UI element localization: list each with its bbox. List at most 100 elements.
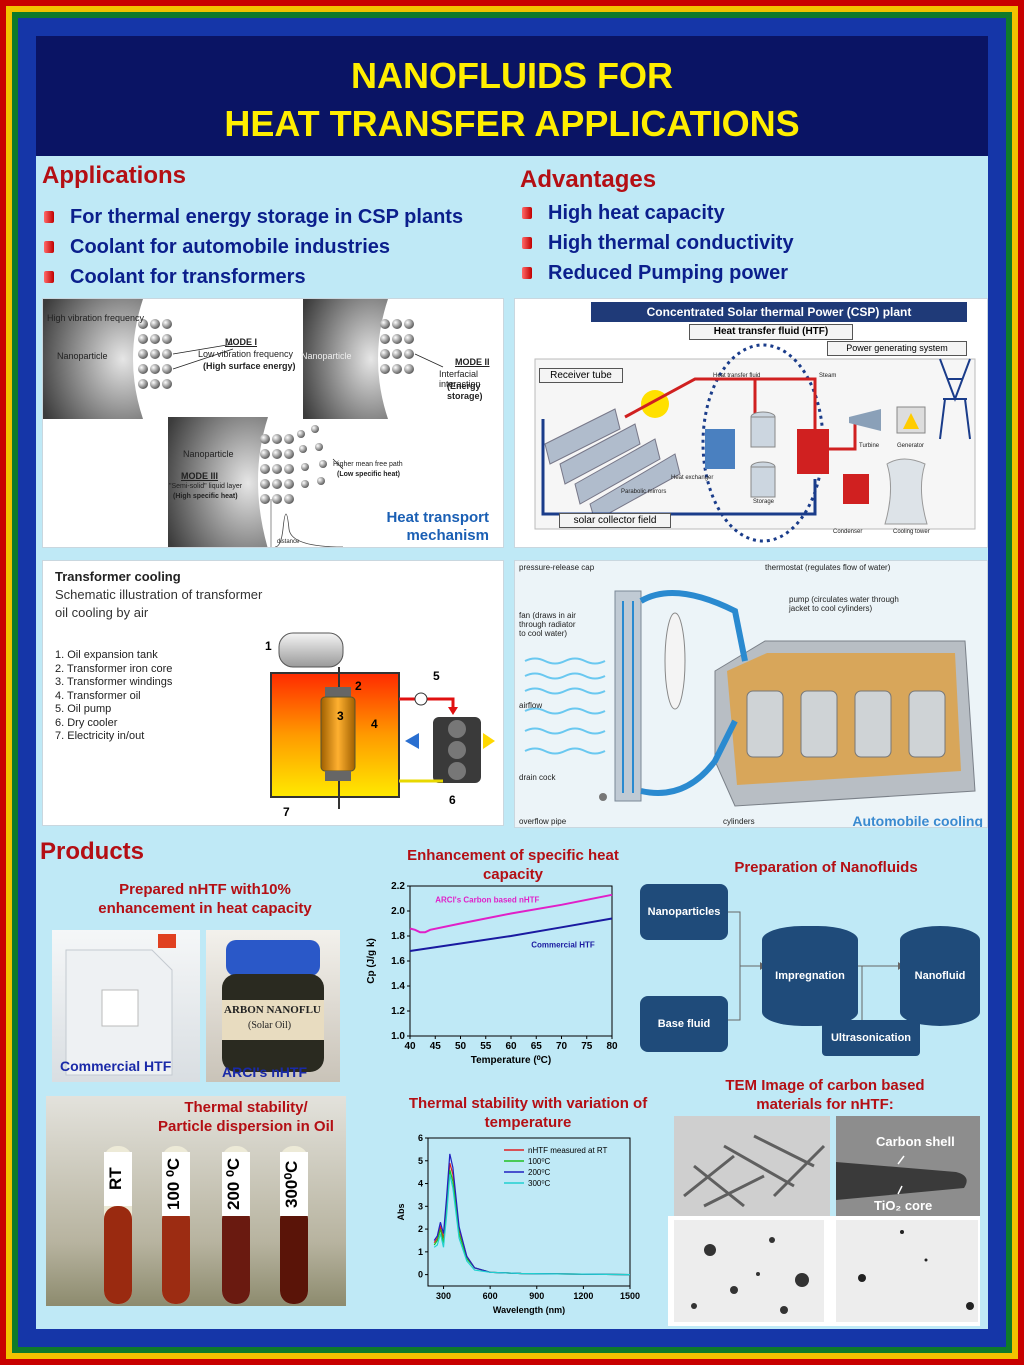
nanoparticle-label-1: Nanoparticle [57,351,108,361]
receiver-tube-label: Receiver tube [539,368,623,383]
nanoparticle-label-2: Nanoparticle [301,351,352,361]
tem-dispersion-image-2 [858,1230,974,1310]
y-tick-label: 3 [418,1201,423,1211]
bullet-icon [44,271,54,283]
mode-1-label: MODE I [225,337,258,347]
steam-label: Steam [819,373,837,379]
x-axis-label: Wavelength (nm) [493,1305,565,1315]
series-line [409,917,613,952]
jar-image [222,940,324,1072]
list-item: 7. Electricity in/out [55,730,145,742]
distance-label: distance [277,539,300,545]
series-line [409,893,613,934]
applications-section: Applications For thermal energy storage … [42,162,512,296]
fan-label-2: through radiator [519,620,576,629]
tem-image-3 [674,1220,824,1322]
engine-diagram [515,561,987,827]
transformer-subtitle-1: Schematic illustration of transformer [55,587,263,602]
pump-label-2: jacket to cool cylinders) [789,604,873,613]
mode-2-label: MODE II [455,357,490,367]
series-line [433,1174,631,1276]
fan-label-1: fan (draws in air [519,611,576,620]
plot-area [427,1137,631,1287]
pressure-cap-label: pressure-release cap [519,563,595,572]
poster-title: NANOFLUIDS FOR HEAT TRANSFER APPLICATION… [36,36,988,156]
x-axis-label: Temperature (⁰C) [471,1055,552,1066]
prepared-nhtf-heading: Prepared nHTF with10% enhancement in hea… [98,881,312,917]
transformer-figure: Transformer cooling Schematic illustrati… [42,560,504,826]
list-item: High thermal conductivity [520,228,982,258]
tem-nanotubes-image [683,1134,826,1208]
nanoparticle-label-3: Nanoparticle [183,449,234,459]
x-tick-label: 900 [529,1291,544,1301]
advantages-heading: Advantages [520,166,657,193]
airflow-label: airflow [519,701,543,710]
mode-1-desc: Low vibration frequency [198,349,294,359]
list-item: Coolant for transformers [42,262,512,292]
heat-transport-caption: Heat transport mechanism [386,509,489,544]
transformer-subtitle-2: oil cooling by air [55,605,149,620]
x-tick-label: 1200 [573,1291,593,1301]
series-label: Commercial HTF [531,940,595,949]
x-tick-label: 40 [404,1041,416,1052]
mode-2-desc-2: (Energy storage) [447,381,483,401]
tem-core-shell-image [836,1155,967,1200]
drain-label: drain cock [519,773,556,782]
y-axis-label: Abs [396,1203,406,1220]
commercial-htf-photo: Commercial HTF [52,930,200,1082]
mode-3-desc-2: (High specific heat) [173,493,238,500]
y-tick-label: 1.8 [391,931,405,942]
automobile-cooling-figure: pressure-release cap thermostat (regulat… [514,560,988,828]
transformer-parts-list: 1. Oil expansion tank 2. Transformer iro… [55,649,172,744]
list-item: 5. Oil pump [55,703,112,715]
nanoparticles-box: Nanoparticles [640,884,728,940]
htf-small-label: Heat transfer fluid [713,373,761,379]
list-item: Coolant for automobile industries [42,232,512,262]
applications-heading: Applications [42,162,187,189]
list-item: 1. Oil expansion tank [55,649,158,661]
tio2-core-label: TiO₂ core [874,1198,933,1213]
list-item: High heat capacity [520,198,982,228]
heat-transport-illustration [43,299,444,547]
bullet-icon [522,267,532,279]
carbon-shell-label: Carbon shell [876,1134,955,1149]
test-tubes-photo: Thermal stability/ Particle dispersion i… [46,1096,346,1306]
jar-label-1: ARBON NANOFLU [224,1004,321,1016]
tem-image-1 [674,1116,830,1216]
y-tick-label: 2 [418,1224,423,1234]
advantages-section: Advantages High heat capacity High therm… [520,166,982,292]
y-tick-label: 4 [418,1179,423,1189]
label-3: 3 [337,709,344,723]
turbine-label: Turbine [859,443,880,449]
list-item: For thermal energy storage in CSP plants [42,202,512,232]
list-item: 2. Transformer iron core [55,662,173,675]
x-tick-label: 80 [606,1041,618,1052]
arci-nhtf-photo: ARBON NANOFLU (Solar Oil) ARCI's nHTF [206,930,340,1082]
legend-entry: 100⁰C [528,1157,551,1166]
bullet-icon [522,207,532,219]
x-tick-label: 75 [581,1041,593,1052]
fan-label-3: to cool water) [519,629,568,638]
label-6: 6 [449,793,456,807]
y-tick-label: 1.2 [391,1006,405,1017]
tube-label-100: 100 ⁰C [162,1152,190,1216]
label-4: 4 [371,717,378,731]
x-tick-label: 45 [430,1041,442,1052]
cooling-tower-label: Cooling tower [893,529,930,535]
base-fluid-box: Base fluid [640,996,728,1052]
tem-image-2: Carbon shell TiO₂ core [836,1116,980,1216]
bullet-icon [44,241,54,253]
title-line-2: HEAT TRANSFER APPLICATIONS [224,103,800,144]
bullet-icon [44,211,54,223]
y-tick-label: 1.4 [391,981,405,992]
legend-entry: nHTF measured at RT [528,1146,608,1155]
arci-nhtf-label: ARCI's nHTF [222,1064,307,1080]
abs-chart-title: Thermal stability with variation of temp… [408,1095,648,1131]
cp-chart-title: Enhancement of specific heat capacity [407,847,619,883]
htf-label: Heat transfer fluid (HTF) [689,324,853,340]
label-7: 7 [283,805,290,819]
label-5: 5 [433,669,440,683]
cylinders-label: cylinders [723,817,755,826]
